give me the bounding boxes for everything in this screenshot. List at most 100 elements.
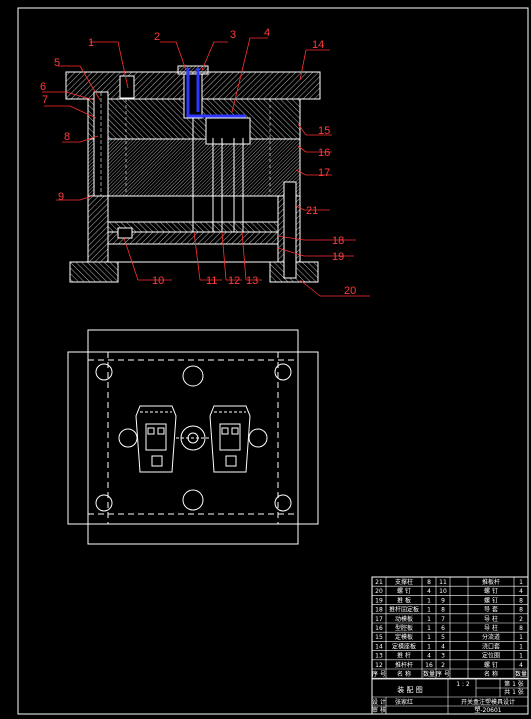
guide-hole-icon (95, 363, 113, 381)
scale-label: 1 : 2 (456, 681, 470, 688)
bom-right-name: 导 套 (484, 606, 498, 614)
callout-19: 19 (332, 251, 344, 263)
plan-view (67, 329, 319, 545)
bom-left-no: 17 (375, 616, 383, 623)
project-name: 开关盒注塑模具设计 (461, 698, 515, 706)
callout-14: 14 (312, 39, 324, 51)
bom-right-qty: 1 (519, 579, 523, 586)
bom-header-no: 序 号 (372, 670, 386, 678)
bom-left-name: 推杆杆 (395, 661, 413, 669)
total-label: 共 1 张 (504, 688, 524, 696)
bom-left-name: 定模座板 (392, 642, 416, 650)
bom-left-name: 型腔板 (395, 624, 413, 632)
support-hole-icon (248, 428, 268, 448)
bom-right-name: 定位圈 (482, 652, 500, 660)
bom-right-qty: 4 (519, 588, 523, 595)
moving-plate (87, 138, 301, 197)
bom-left-qty: 4 (427, 588, 431, 595)
bom-left-qty: 1 (427, 643, 431, 650)
bom-left-name: 动模板 (395, 615, 413, 623)
bom-left-no: 20 (375, 588, 383, 595)
callout-20: 20 (344, 285, 356, 297)
callout-11: 11 (206, 275, 217, 287)
bom-right-name: 螺 钉 (484, 596, 498, 604)
drawing-name: 装 配 图 (397, 685, 422, 694)
callout-6: 6 (40, 81, 46, 93)
callout-5: 5 (54, 57, 60, 69)
bom-left-qty: 1 (427, 607, 431, 614)
callout-15: 15 (318, 125, 330, 137)
sprue-runner (186, 68, 246, 118)
return-pin-icon (182, 365, 204, 387)
bom-left-no: 14 (375, 643, 383, 650)
callout-13: 13 (246, 275, 258, 287)
bom-right-qty: 1 (519, 653, 523, 660)
guide-hole-icon (95, 494, 113, 512)
bom-right-no: 5 (441, 634, 445, 641)
cavity-right (209, 405, 251, 473)
callout-10: 10 (152, 275, 164, 287)
bom-left-name: 螺 钉 (397, 587, 411, 595)
bom-left-name: 推杆固定板 (389, 606, 419, 614)
bom-right-name: 螺 钉 (484, 587, 498, 595)
callout-4: 4 (264, 27, 270, 39)
bom-left-no: 21 (375, 579, 383, 586)
bom-left-qty: 1 (427, 634, 431, 641)
bom-left-qty: 1 (427, 616, 431, 623)
support-block-left (87, 195, 109, 263)
support-pillar (283, 181, 297, 279)
screw-top (119, 75, 135, 99)
plan-outer-plate (87, 329, 299, 545)
callout-17: 17 (318, 167, 330, 179)
callout-12: 12 (228, 275, 240, 287)
row-check: 审 核 (372, 706, 386, 714)
screw-bottom (117, 227, 133, 239)
bom-left-qty: 16 (425, 662, 433, 669)
bom-right-qty: 2 (519, 616, 523, 623)
bom-right-qty: 4 (519, 662, 523, 669)
bom-left-name: 推 板 (397, 596, 411, 604)
sheet-label: 第 1 张 (504, 680, 524, 688)
section-view (65, 65, 321, 283)
bom-right-name: 导 柱 (484, 624, 498, 632)
bom-right-no: 10 (439, 588, 447, 595)
bom-left-qty: 1 (427, 625, 431, 632)
bom-right-no: 11 (439, 579, 447, 586)
bom-left-qty: 4 (427, 653, 431, 660)
row-design: 设 计 (372, 698, 386, 706)
bom-right-no: 3 (441, 653, 445, 660)
plan-inner-plate (67, 351, 319, 525)
bom-right-no: 7 (441, 616, 445, 623)
bom-left-qty: 8 (427, 579, 431, 586)
bom-right-name: 浇口套 (482, 642, 500, 650)
bom-right-no: 6 (441, 625, 445, 632)
return-pin-icon (182, 489, 204, 511)
bom-right-qty: 1 (519, 643, 523, 650)
bom-left-name: 推 杆 (397, 652, 411, 660)
bom-left-no: 16 (375, 625, 383, 632)
bom-left-name: 定模板 (395, 633, 413, 641)
callout-21: 21 (306, 205, 318, 217)
callout-7: 7 (42, 94, 48, 106)
bom-left-no: 13 (375, 653, 383, 660)
bom-right-qty: 8 (519, 597, 523, 604)
support-hole-icon (118, 428, 138, 448)
designer-name: 张家红 (395, 698, 413, 706)
bom-left-qty: 1 (427, 597, 431, 604)
bom-right-no: 9 (441, 597, 445, 604)
leader-lines (42, 37, 370, 297)
callout-16: 16 (318, 147, 330, 159)
callout-1: 1 (88, 37, 94, 49)
callout-3: 3 (230, 29, 236, 41)
bom-left-no: 12 (375, 662, 383, 669)
bom-header-qty: 数量 (423, 670, 435, 678)
bom-header-no: 序 号 (436, 670, 450, 678)
ejector-plate (107, 231, 279, 245)
drawing-number: 塑-20601 (474, 706, 501, 714)
bom-right-qty: 8 (519, 607, 523, 614)
bom-header-name: 名 称 (397, 670, 411, 678)
ejector-pins (192, 118, 244, 232)
bom-right-qty: 8 (519, 625, 523, 632)
